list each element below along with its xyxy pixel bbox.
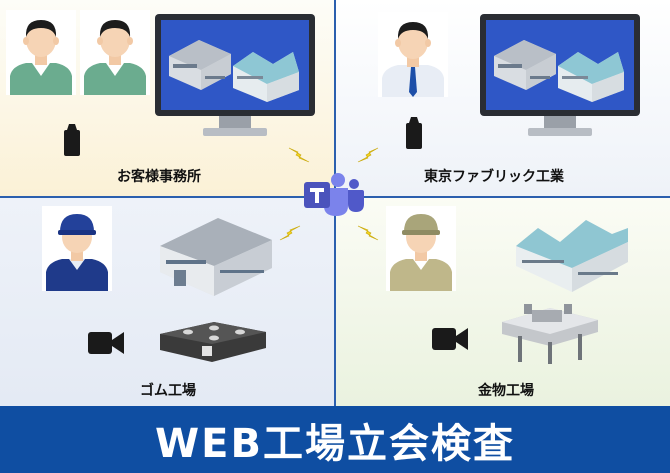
lightning-icon — [279, 225, 301, 241]
client-worker-icon — [80, 10, 150, 95]
lightning-icon — [288, 147, 310, 163]
video-camera-icon — [432, 328, 468, 350]
lightning-icon — [357, 147, 379, 163]
monitor-icon — [480, 14, 640, 136]
title-banner: WEB工場立会検査 — [0, 406, 670, 473]
factory-worker-icon — [386, 206, 456, 291]
monitor-icon — [155, 14, 315, 136]
factory-building-icon — [516, 220, 628, 292]
microphone-icon — [64, 124, 80, 156]
tokyo-fabric-label: 東京ファブリック工業 — [424, 169, 564, 185]
microphone-icon — [406, 117, 422, 149]
factory-worker-icon — [42, 206, 112, 291]
lightning-icon — [357, 225, 379, 241]
teams-icon — [304, 173, 364, 216]
inspector-icon — [378, 12, 448, 97]
client-worker-icon — [6, 10, 76, 95]
banner-title: WEB工場立会検査 — [155, 420, 515, 467]
rubber-factory-label: ゴム工場 — [140, 383, 196, 399]
video-camera-icon — [88, 332, 124, 354]
metal-part-icon — [502, 304, 598, 364]
rubber-part-icon — [160, 322, 266, 362]
metal-factory-label: 金物工場 — [478, 383, 534, 399]
client-office-label: お客様事務所 — [117, 169, 201, 185]
factory-building-icon — [160, 218, 272, 296]
